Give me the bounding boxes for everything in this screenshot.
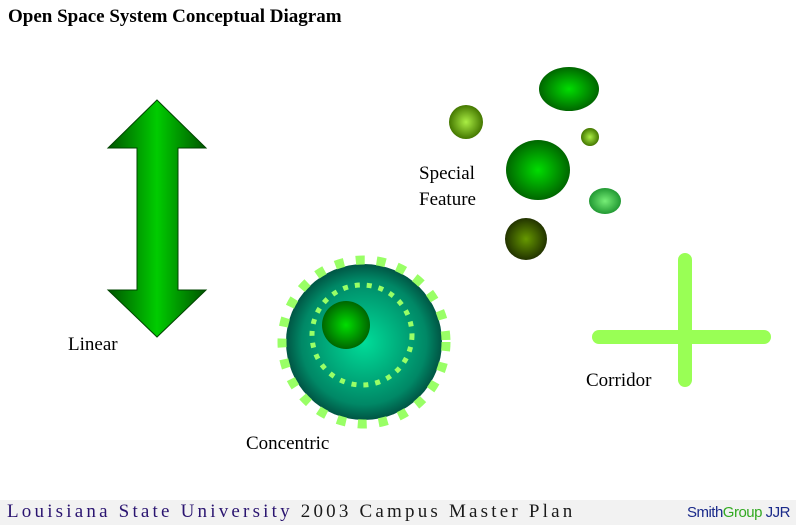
linear-arrow-icon [106, 99, 208, 338]
logo-jjr: JJR [762, 504, 791, 521]
plan-name: 2003 Campus Master Plan [300, 501, 576, 522]
concentric-core [322, 301, 370, 349]
diagram-canvas [106, 67, 771, 429]
linear-label: Linear [68, 334, 118, 355]
special-label-line2: Feature [419, 189, 476, 210]
corridor-label: Corridor [586, 370, 652, 391]
university-name: Louisiana State University [7, 501, 293, 522]
page-title: Open Space System Conceptual Diagram [8, 6, 342, 27]
concentric-label: Concentric [246, 433, 330, 454]
corridor-cross-icon [592, 253, 771, 387]
special-feature-spheres [449, 67, 621, 260]
smithgroup-logo: SmithGroup JJR [686, 504, 791, 521]
footer-title: Louisiana State University 2003 Campus M… [7, 501, 575, 523]
footer: Louisiana State University 2003 Campus M… [0, 500, 796, 525]
logo-smith: Smith [686, 504, 723, 521]
logo-group: Group [722, 504, 763, 521]
concentric-diagram [277, 255, 451, 429]
special-label-line1: Special [419, 163, 475, 184]
